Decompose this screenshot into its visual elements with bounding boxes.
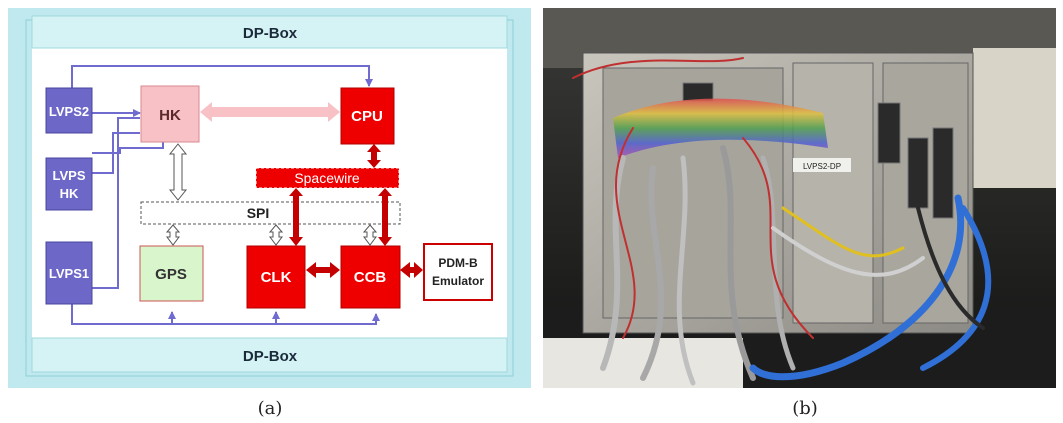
block-diagram: DP-Box DP-Box SPI Spacewire [8, 8, 531, 388]
spi-label: SPI [247, 205, 270, 221]
clk-block: CLK [247, 246, 305, 308]
caption-b: (b) [775, 398, 835, 419]
lvps1-block: LVPS1 [46, 242, 92, 304]
dp-box-bottom-label: DP-Box [243, 348, 298, 365]
ccb-label: CCB [354, 269, 387, 286]
spacewire-label: Spacewire [294, 170, 360, 186]
gps-block: GPS [140, 246, 203, 301]
dp-box-top-label: DP-Box [243, 25, 298, 42]
cpu-label: CPU [351, 108, 383, 125]
dp-box-bottom-bar: DP-Box [32, 338, 507, 372]
lvps1-label: LVPS1 [49, 266, 89, 281]
spi-bus: SPI [141, 202, 400, 224]
pdm-label-line1: PDM-B [438, 256, 478, 270]
lvps2-block: LVPS2 [46, 88, 92, 133]
pdm-label-line2: Emulator [432, 274, 484, 288]
spacewire-bus: Spacewire [256, 168, 399, 188]
pdm-emulator-block: PDM-B Emulator [424, 244, 492, 300]
lvps-hk-label-line1: LVPS [53, 168, 86, 183]
hk-block: HK [141, 86, 199, 142]
photo-label-lvps2-dp: LVPS2-DP [803, 162, 841, 171]
lvps-hk-label-line2: HK [60, 186, 79, 201]
lvps2-label: LVPS2 [49, 104, 89, 119]
hardware-photo: LVPS2-DP [543, 8, 1056, 388]
hk-label: HK [159, 107, 181, 124]
caption-a: (a) [240, 398, 300, 419]
clk-label: CLK [261, 269, 292, 286]
lvps-hk-block: LVPS HK [46, 158, 92, 210]
dp-box-top-bar: DP-Box [32, 16, 507, 48]
cpu-block: CPU [341, 88, 394, 144]
ccb-block: CCB [341, 246, 400, 308]
gps-label: GPS [155, 266, 187, 283]
